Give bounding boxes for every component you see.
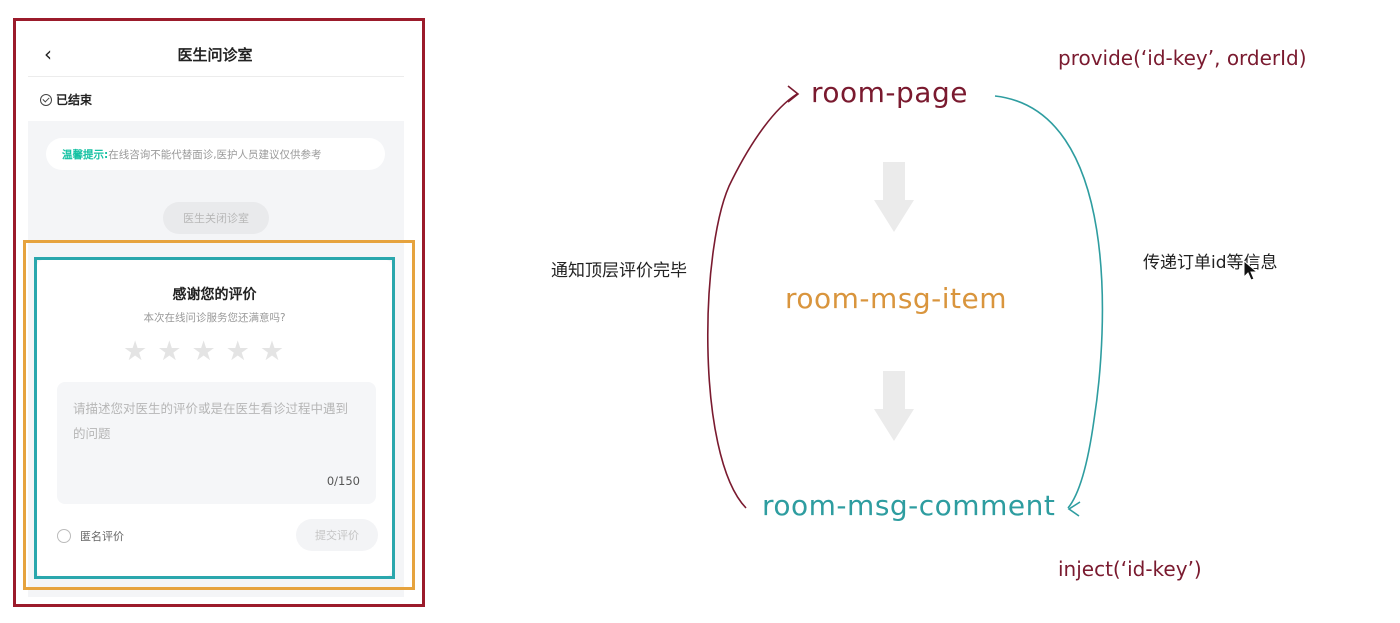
notify-arrowhead: [787, 85, 800, 103]
notify-curve: [706, 93, 798, 509]
down-arrow-icon: [874, 162, 914, 232]
page-title: 医生问诊室: [177, 46, 253, 64]
anonymous-radio[interactable]: [57, 529, 71, 543]
pass-curve: [994, 95, 1104, 509]
room-msg-comment-frame: [34, 257, 395, 579]
comment-textarea[interactable]: 请描述您对医生的评价或是在医生看诊过程中遇到的问题: [57, 382, 376, 504]
tip-key: 温馨提示:: [62, 148, 109, 161]
star-icon[interactable]: ★: [225, 336, 250, 367]
char-counter: 0/150: [326, 474, 360, 488]
inject-code: inject(‘id-key’): [1058, 557, 1202, 581]
pass-arrowhead: [1067, 501, 1081, 517]
room-closed-notice: 医生关闭诊室: [163, 202, 269, 234]
star-icon[interactable]: ★: [157, 336, 182, 367]
node-room-page: room-page: [811, 76, 968, 109]
star-icon[interactable]: ★: [123, 336, 148, 367]
node-room-msg-item: room-msg-item: [785, 282, 1008, 315]
chevron-left-icon[interactable]: ‹: [44, 42, 52, 66]
comment-subtitle: 本次在线问诊服务您还满意吗?: [143, 312, 286, 324]
star-icon[interactable]: ★: [259, 336, 285, 367]
notify-label: 通知顶层评价完毕: [551, 261, 687, 281]
provide-code: provide(‘id-key’, orderId): [1058, 46, 1307, 70]
down-arrow-icon: [874, 371, 914, 441]
consult-status: 已结束: [40, 91, 92, 108]
status-label: 已结束: [56, 93, 93, 107]
tip-text: 在线咨询不能代替面诊,医护人员建议仅供参考: [108, 148, 322, 161]
room-page-frame: [13, 18, 425, 607]
star-icon[interactable]: ★: [191, 336, 216, 367]
check-circle-icon: [40, 93, 52, 106]
anonymous-label: 匿名评价: [80, 530, 124, 543]
comment-title: 感谢您的评价: [172, 287, 257, 303]
rating-stars: ★ ★ ★ ★ ★: [123, 338, 284, 365]
node-room-msg-comment: room-msg-comment: [762, 489, 1056, 522]
room-msg-item-frame: [23, 240, 415, 590]
submit-comment-button[interactable]: 提交评价: [296, 519, 378, 551]
notice-tip: 温馨提示: 在线咨询不能代替面诊,医护人员建议仅供参考: [46, 138, 385, 170]
header-divider: [28, 76, 404, 77]
mouse-cursor-icon: [1243, 260, 1259, 281]
